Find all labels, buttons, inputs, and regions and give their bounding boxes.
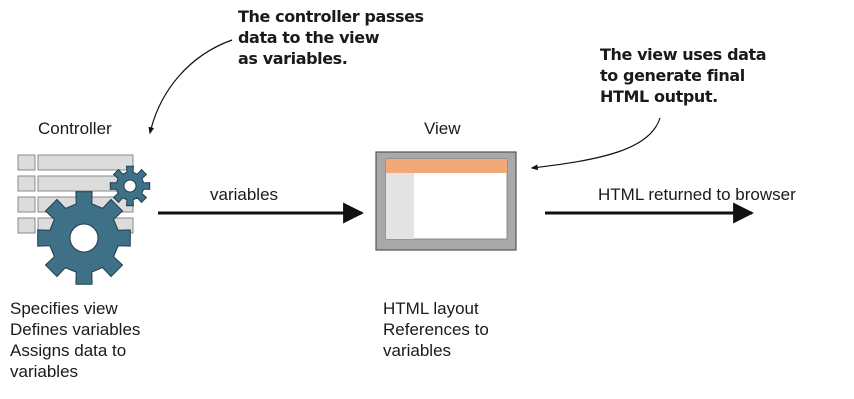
large-gear-icon <box>37 191 131 285</box>
variables-arrow-label: variables <box>210 185 279 204</box>
description-line: HTML layout <box>383 299 479 318</box>
description-line: Assigns data to <box>10 341 127 360</box>
callout-line: The controller passes <box>238 7 424 26</box>
controller-description: Specifies view Defines variables Assigns… <box>10 298 140 382</box>
callout-line: HTML output. <box>600 87 718 106</box>
window-icon <box>375 151 517 251</box>
description-line: Defines variables <box>10 320 141 339</box>
gear-hole <box>69 223 99 253</box>
output-arrow-label: HTML returned to browser <box>598 185 796 204</box>
callout-line: The view uses data <box>600 45 767 64</box>
description-line: variables <box>10 362 79 381</box>
callout-arrow-controller <box>148 39 233 135</box>
gear-hole <box>123 179 137 193</box>
gear-icon <box>17 154 151 285</box>
description-line: References to <box>383 320 489 339</box>
callout-controller-passes: The controller passes data to the view a… <box>238 6 424 69</box>
small-gear-icon <box>109 165 151 207</box>
callout-line: as variables. <box>238 49 348 68</box>
callout-arrow-view <box>530 117 661 171</box>
description-line: Specifies view <box>10 299 118 318</box>
callout-view-uses: The view uses data to generate final HTM… <box>600 44 767 107</box>
view-title: View <box>424 119 461 138</box>
controller-title: Controller <box>38 119 112 138</box>
view-description: HTML layout References to variables <box>383 298 489 361</box>
callout-line: to generate final <box>600 66 745 85</box>
callout-line: data to the view <box>238 28 380 47</box>
description-line: variables <box>383 341 452 360</box>
